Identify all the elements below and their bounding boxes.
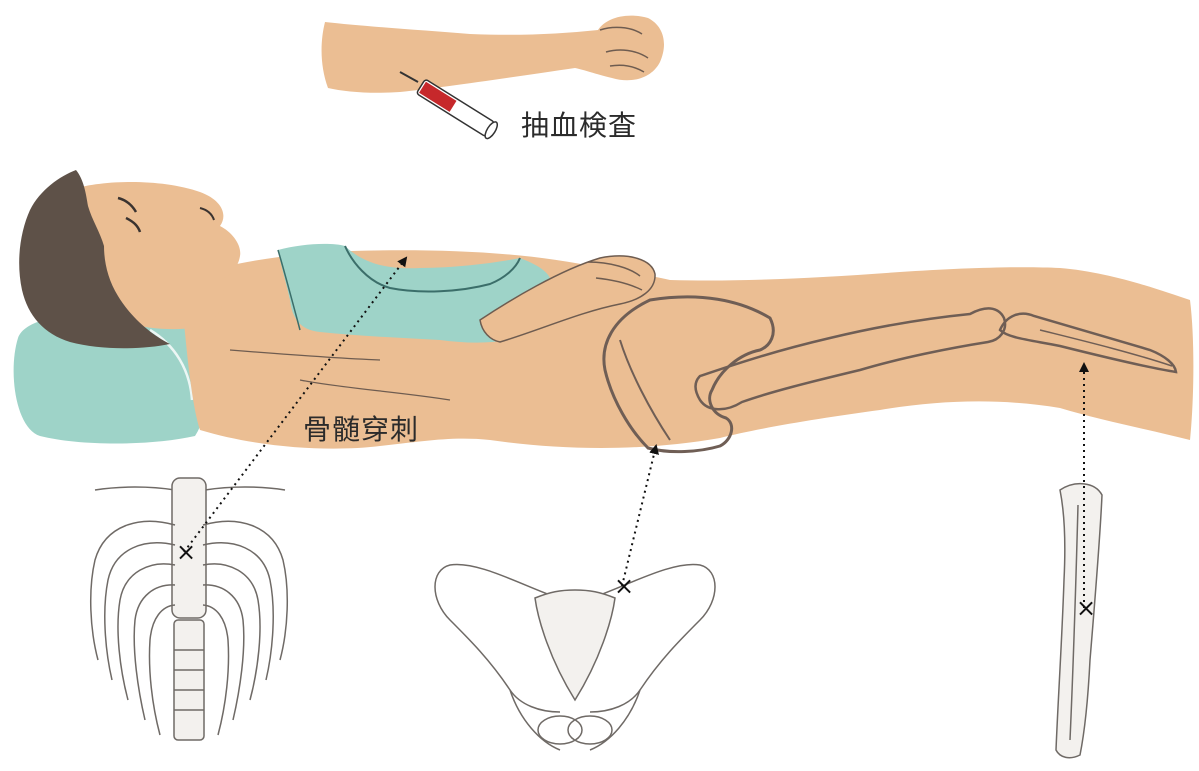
pelvis-puncture-marker: × xyxy=(614,572,635,600)
pelvis-arrow xyxy=(622,446,656,586)
arm-illustration xyxy=(322,16,664,93)
tibia-puncture-marker: × xyxy=(1076,594,1097,622)
bone-marrow-puncture-label: 骨髄穿刺 xyxy=(303,408,419,448)
pelvis-illustration xyxy=(435,564,715,750)
sternum-puncture-marker: × xyxy=(176,538,197,566)
blood-test-label: 抽血検査 xyxy=(521,104,637,144)
rib-cage-illustration xyxy=(91,478,288,740)
